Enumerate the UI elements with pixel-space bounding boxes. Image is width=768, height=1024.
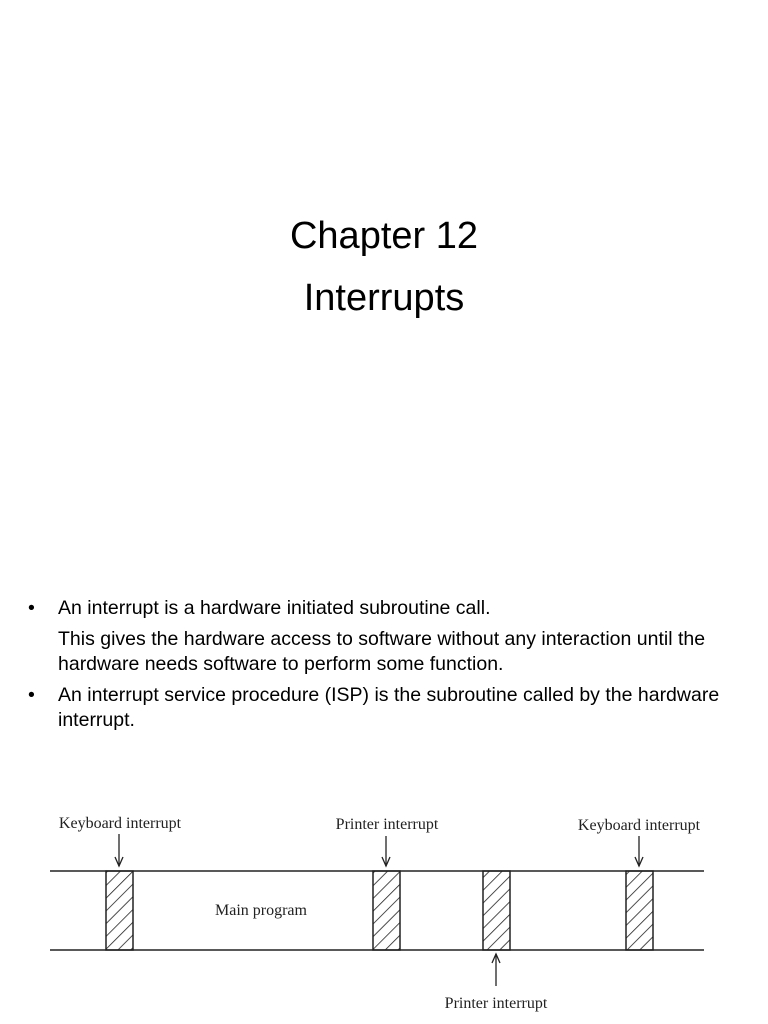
label-main-program: Main program bbox=[215, 902, 308, 919]
label-printer-interrupt-1: Printer interrupt bbox=[336, 816, 439, 833]
chapter-subtitle: Interrupts bbox=[303, 277, 465, 319]
isp-block-printer-2 bbox=[482, 870, 511, 951]
bullet-paragraph-hardware-access: This gives the hardware access to softwa… bbox=[58, 628, 706, 675]
chapter-title: Chapter 12 bbox=[289, 215, 478, 257]
isp-block-keyboard-1 bbox=[105, 870, 134, 951]
arrow-down-icon bbox=[381, 836, 391, 868]
interrupt-timeline-diagram: Keyboard interrupt Printer interrupt Key… bbox=[0, 800, 768, 1024]
label-keyboard-interrupt-1: Keyboard interrupt bbox=[59, 815, 182, 832]
bullet-marker: • bbox=[28, 597, 35, 619]
bullet-marker: • bbox=[28, 684, 35, 706]
arrow-down-icon bbox=[114, 834, 124, 868]
bullet-item-isp-definition: • An interrupt service procedure (ISP) i… bbox=[28, 683, 748, 733]
bullet-item-interrupt-definition: • An interrupt is a hardware initiated s… bbox=[28, 596, 748, 621]
label-printer-interrupt-2: Printer interrupt bbox=[445, 995, 548, 1012]
arrow-down-icon bbox=[634, 836, 644, 868]
bullet-list: • An interrupt is a hardware initiated s… bbox=[28, 596, 748, 733]
label-keyboard-interrupt-2: Keyboard interrupt bbox=[578, 817, 701, 834]
bullet-text: An interrupt service procedure (ISP) is … bbox=[58, 684, 720, 731]
timeline-svg: Keyboard interrupt Printer interrupt Key… bbox=[50, 815, 704, 1012]
bullet-text: An interrupt is a hardware initiated sub… bbox=[58, 597, 491, 619]
isp-block-keyboard-2 bbox=[625, 870, 654, 951]
arrow-up-icon bbox=[491, 952, 501, 986]
isp-block-printer-1 bbox=[372, 870, 401, 951]
